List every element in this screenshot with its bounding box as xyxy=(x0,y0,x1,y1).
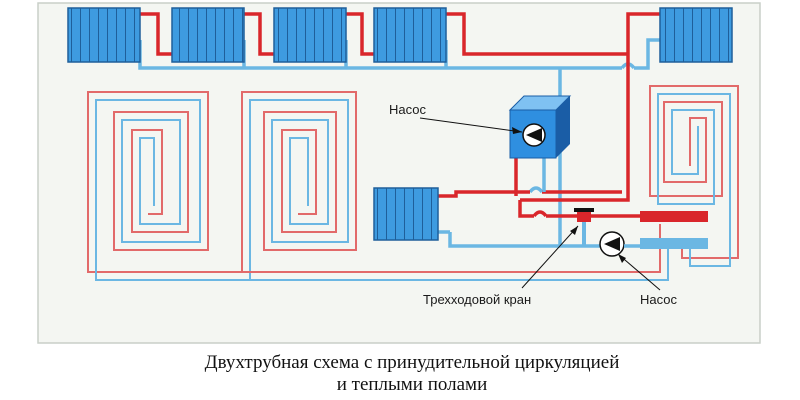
label-three-way-valve-text: Трехходовой кран xyxy=(423,292,531,307)
radiator-6 xyxy=(373,187,439,241)
floor-manifold xyxy=(628,211,708,249)
floor-pump xyxy=(599,231,628,257)
label-pump-floor-text: Насос xyxy=(640,292,677,307)
three-way-valve xyxy=(574,208,594,246)
manifold-supply xyxy=(640,211,708,222)
floor-coil-left-return xyxy=(95,99,201,281)
floor-coil-right xyxy=(649,85,739,267)
radiator-3 xyxy=(273,7,347,63)
radiator-4 xyxy=(373,7,447,63)
radiator-5 xyxy=(659,7,733,63)
label-pump-boiler: Насос xyxy=(389,102,523,134)
floor-coil-left-supply xyxy=(87,91,209,273)
floor-coil-middle xyxy=(241,91,357,281)
radiator-1 xyxy=(67,7,141,63)
floor-coil-middle-supply xyxy=(241,91,357,273)
boiler-pump xyxy=(522,123,546,147)
boiler xyxy=(508,95,572,159)
caption-line-2: и теплыми полами xyxy=(337,374,488,395)
floor-coil-right-return xyxy=(657,93,731,267)
boiler-side xyxy=(556,96,570,158)
label-pump-boiler-text: Насос xyxy=(389,102,426,117)
manifold-return xyxy=(640,238,708,249)
label-pump-floor: Насос xyxy=(617,253,677,307)
radiator-2 xyxy=(171,7,245,63)
floor-coil-left xyxy=(87,91,209,281)
label-three-way-valve: Трехходовой кран xyxy=(423,225,579,307)
floor-coil-middle-return xyxy=(249,99,349,281)
floor-coil-right-supply xyxy=(649,85,739,259)
caption-line-1: Двухтрубная схема с принудительной цирку… xyxy=(205,352,620,373)
